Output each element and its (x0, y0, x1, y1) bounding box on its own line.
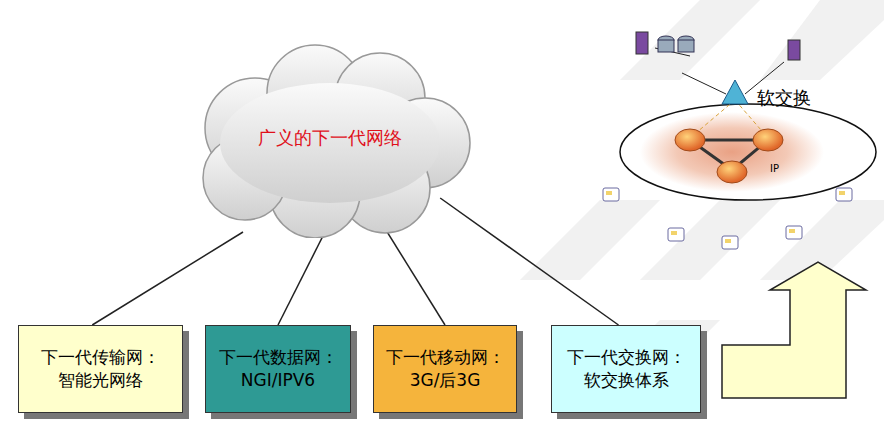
connector-line (92, 232, 243, 325)
box-text: 下一代移动网： (386, 346, 505, 369)
network-box: 下一代数据网：NGI/IPV6 (205, 325, 351, 413)
big-arrow (722, 262, 866, 398)
router-icons (675, 129, 783, 183)
server-icons (636, 32, 800, 60)
connector-line (382, 224, 445, 325)
network-ring (620, 104, 876, 200)
cloud-title: 广义的下一代网络 (258, 126, 402, 150)
softswitch-label: 软交换 (757, 86, 811, 110)
softswitch-icon (722, 80, 748, 104)
box-text: 下一代交换网： (567, 346, 686, 369)
box-text: 软交换体系 (584, 369, 669, 392)
box-text: NGI/IPV6 (241, 369, 315, 392)
ip-label: IP (770, 163, 779, 174)
network-box: 下一代交换网：软交换体系 (551, 325, 701, 413)
box-text: 3G/后3G (410, 369, 481, 392)
connector-line (440, 198, 618, 325)
box-text: 下一代数据网： (219, 346, 338, 369)
network-box: 下一代传输网：智能光网络 (18, 325, 183, 413)
box-text: 智能光网络 (58, 369, 143, 392)
network-box: 下一代移动网：3G/后3G (373, 325, 517, 413)
ip-core (640, 112, 824, 192)
box-text: 下一代传输网： (41, 346, 160, 369)
network-cloud: 广义的下一代网络 (185, 38, 475, 238)
